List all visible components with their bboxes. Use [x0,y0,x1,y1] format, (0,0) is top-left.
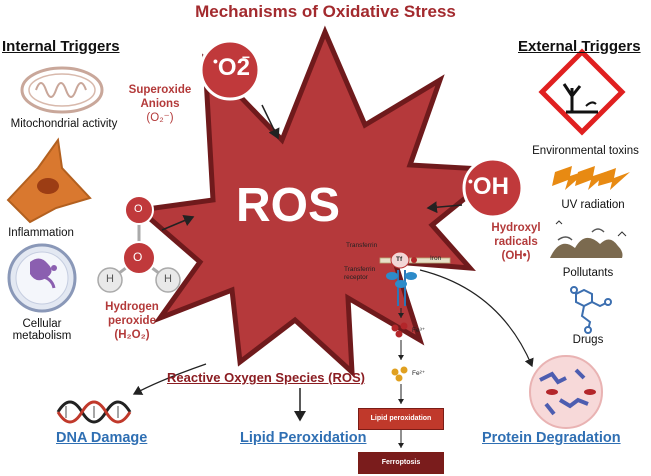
peroxide-atom-o1: O [134,203,143,215]
superoxide-label: Superoxide Anions (O₂⁻) [118,83,202,125]
arrow-peroxide [161,214,195,231]
ferroptosis-box: Ferroptosis [358,452,444,474]
label-cellular-metabolism: Cellular metabolism [12,318,72,342]
superoxide-symbol: •O2− [213,49,251,81]
label-environmental-toxins: Environmental toxins [532,145,639,157]
hydroxyl-ball [462,157,524,219]
label-inflammation: Inflammation [8,227,74,239]
arrow-superoxide [261,104,280,140]
mitochondria-icon [20,66,104,114]
toxin-hazard-icon [538,48,626,136]
label-drugs: Drugs [572,334,604,346]
hydroxyl-label-line3: (OH•) [501,250,531,262]
page-title: Mechanisms of Oxidative Stress [195,2,456,21]
label-receptor-line2: receptor [344,274,368,281]
superoxide-symbol-text: O2 [217,54,250,81]
hydroxyl-label: Hydroxyl radicals (OH•) [478,221,554,263]
label-transferrin-receptor: Transferrin receptor [344,266,375,282]
h2o2-molecule [97,195,181,293]
label-iron: Iron [430,255,442,262]
peroxide-atom-o2: O [133,250,143,264]
superoxide-label-line3: (O₂⁻) [146,112,174,124]
ros-star [134,25,507,378]
label-transferrin: Transferrin [346,242,378,249]
external-triggers-heading: External Triggers [518,38,641,55]
peroxide-label-line3: (H₂O₂) [114,329,150,341]
ros-full-name: Reactive Oxygen Species (ROS) [167,370,365,385]
outcome-protein-degradation: Protein Degradation [482,430,621,446]
internal-triggers-heading: Internal Triggers [2,38,120,55]
peroxide-atom-h2: H [164,273,172,285]
lipid-peroxidation-box: Lipid peroxidation [358,408,444,430]
inflammation-cell-icon [6,137,92,224]
arrow-hydroxyl [426,201,463,214]
metabolism-cell-icon [7,243,77,313]
label-receptor-line1: Transferrin [344,266,376,273]
superoxide-charge: − [241,49,251,65]
outcome-lipid-peroxidation: Lipid Peroxidation [240,430,367,446]
label-pollutants: Pollutants [562,267,614,279]
dna-helix-icon [56,400,132,424]
label-uv-radiation: UV radiation [561,199,625,211]
label-tf: Tf [396,256,403,263]
ros-center-label: ROS [236,179,341,232]
hydroxyl-label-line1: Hydroxyl [491,222,541,234]
peroxide-label: Hydrogen peroxide (H₂O₂) [96,300,168,342]
peroxide-atom-h1: H [106,273,114,285]
superoxide-label-line1: Superoxide [128,84,192,96]
uv-lightning-icon [552,166,630,190]
label-fe2: Fe²⁺ [412,370,426,377]
hydroxyl-symbol: •OH [468,173,509,200]
protein-degradation-icon [529,355,603,429]
arrow-dna [132,363,207,395]
label-fe3: Fe³⁺ [412,327,426,334]
superoxide-ball [199,39,261,101]
drugs-molecule-icon [570,286,612,334]
hydroxyl-symbol-text: OH [472,173,509,200]
superoxide-label-line2: Anions [140,98,180,110]
label-mitochondrial-activity: Mitochondrial activity [10,118,118,130]
peroxide-label-line1: Hydrogen [105,301,159,313]
hydroxyl-label-line2: radicals [494,236,538,248]
peroxide-label-line2: peroxide [108,315,156,327]
pollutants-icon [550,220,627,258]
outcome-dna-damage: DNA Damage [56,430,148,446]
arrow-protein [419,269,534,368]
iron-pathway [379,251,451,448]
